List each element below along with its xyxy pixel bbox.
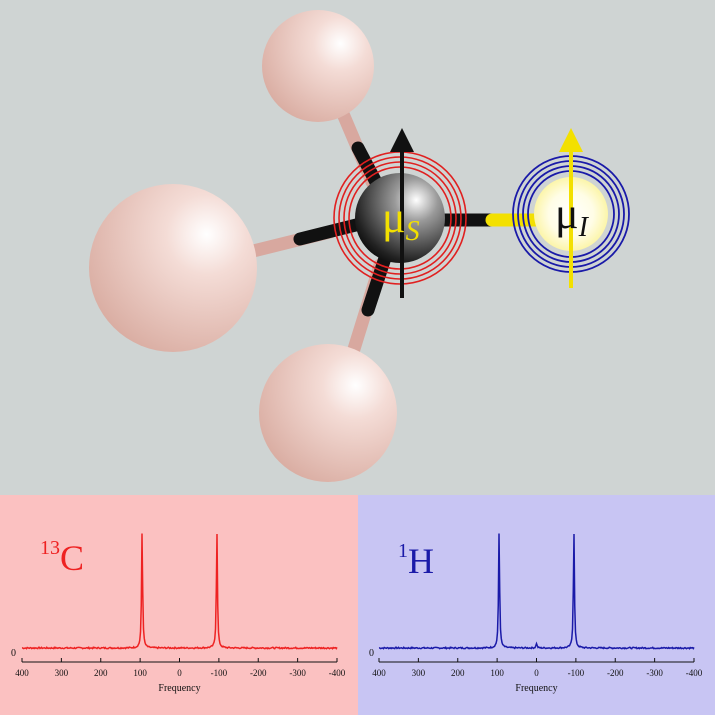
hydrogen-tick-label: 400	[372, 668, 386, 678]
carbon-tick-label: -400	[329, 668, 346, 678]
hydrogen-spectrum-background	[358, 495, 715, 715]
hydrogen-nucleus-label: 1H	[398, 540, 434, 581]
hydrogen-spectrum-panel: 1H 0 400 300 200 100 0 -100 -200 -300 -400 Frequ…	[358, 495, 715, 715]
hydrogen-tick-label: 300	[412, 668, 426, 678]
carbon-mu-symbol: μ	[382, 193, 406, 242]
carbon-tick-label: 0	[177, 668, 182, 678]
hydrogen-tick-label: -200	[607, 668, 624, 678]
carbon-nucleus-label: 13C	[40, 537, 84, 578]
carbon-tick-label: -300	[289, 668, 306, 678]
carbon-spectrum-background	[0, 495, 358, 715]
hydrogen-tick-label: 200	[451, 668, 465, 678]
hydrogen-tick-label: -300	[646, 668, 663, 678]
hydrogen-tick-label: -400	[686, 668, 703, 678]
carbon-tick-label: 300	[55, 668, 69, 678]
carbon-mass-number: 13	[40, 537, 60, 559]
carbon-tick-label: -200	[250, 668, 267, 678]
carbon-ticks: 400 300 200 100 0 -100 -200 -300 -400	[15, 658, 346, 678]
hydrogen-ticks: 400 300 200 100 0 -100 -200 -300 -400	[372, 658, 703, 678]
hydrogen-tick-label: -100	[568, 668, 585, 678]
hydrogen-x-axis-title: Frequency	[515, 683, 557, 694]
carbon-spectrum-panel: 13C 0 400 300 200 100 0 -100 -200 -300 -400 Freq…	[0, 495, 358, 715]
hydrogen-spectrum-trace	[378, 533, 695, 650]
carbon-tick-label: 100	[133, 668, 147, 678]
carbon-tick-label: -100	[211, 668, 228, 678]
carbon-mu-subscript: S	[406, 216, 420, 247]
hydrogen-zero-label: 0	[369, 648, 374, 659]
hydrogen-mass-number: 1	[398, 540, 408, 562]
carbon-zero-label: 0	[11, 648, 16, 659]
hydrogen-atom-bottom	[259, 344, 397, 482]
proton-mu-label: μI	[555, 189, 590, 243]
hydrogen-atom-top	[262, 10, 374, 122]
hydrogen-tick-label: 100	[490, 668, 504, 678]
hydrogen-tick-label: 0	[534, 668, 539, 678]
proton-mu-subscript: I	[578, 212, 590, 243]
carbon-mu-label: μS	[382, 193, 420, 247]
carbon-symbol: C	[60, 538, 84, 578]
carbon-tick-label: 200	[94, 668, 108, 678]
hydrogen-atom-left	[89, 184, 257, 352]
carbon-tick-label: 400	[15, 668, 29, 678]
hydrogen-symbol: H	[408, 541, 434, 581]
proton-mu-symbol: μ	[555, 189, 579, 238]
carbon-spectrum-trace	[21, 533, 338, 650]
carbon-spin-arrow	[390, 128, 414, 298]
carbon-x-axis-title: Frequency	[158, 683, 200, 694]
proton-spin-arrow	[559, 128, 583, 288]
molecule-illustration: μS μI	[89, 10, 630, 482]
